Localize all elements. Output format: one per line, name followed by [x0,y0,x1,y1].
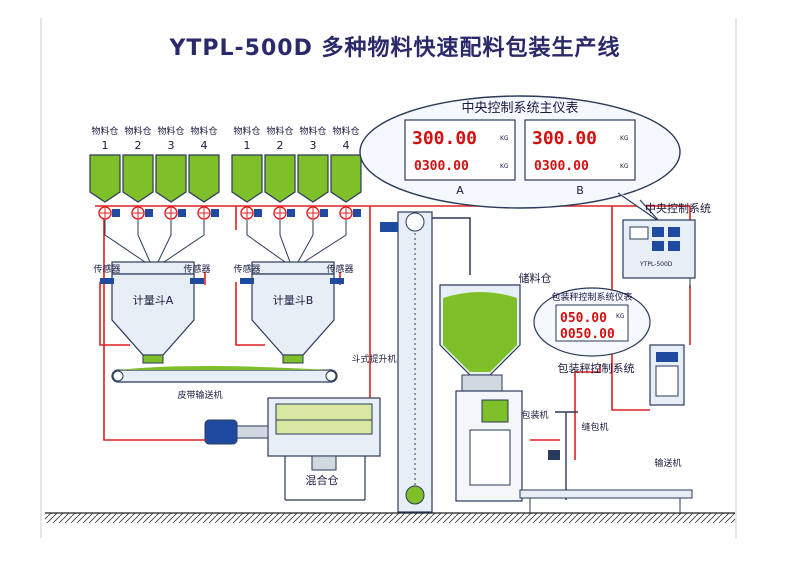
valve-icon [339,206,361,220]
silo-label: 物料仓 [332,125,359,137]
sensor-label: 传感器 [93,263,120,275]
central-instrument-title: 中央控制系统主仪表 [461,101,578,116]
display-a-value: 300.00 [412,128,477,149]
hopper-a-label: 计量斗A [133,294,174,307]
packaging-display-value: 050.00 [560,311,607,326]
silo [330,154,362,203]
packaging-control-label: 包装秤控制系统 [558,361,635,375]
packaging-instrument-panel: 包装秤控制系统仪表 050.00 KG 0050.00 [533,287,651,357]
packer-label: 包装机 [521,409,548,421]
silo-number: 2 [277,139,284,152]
central-control-label: 中央控制系统 [645,201,711,215]
display-a-label: A [456,184,464,197]
feed-pipes [104,220,347,263]
valve-icon [306,206,328,220]
silo [231,154,263,203]
mixer-label: 混合仓 [306,473,339,487]
silo-number: 3 [168,139,175,152]
mixer: 混合仓 [204,397,381,501]
silo-number: 3 [310,139,317,152]
ground [45,513,735,523]
weigh-hopper-b: 计量斗B [251,261,335,364]
sensor-label: 传感器 [183,263,210,275]
sewing-machine: 缝包机 [548,411,609,500]
valve-icon [131,206,153,220]
silo-label: 物料仓 [233,125,260,137]
feeder-valves [98,206,361,220]
silo [89,154,121,203]
silo-labels: 物料仓 物料仓 物料仓 物料仓 物料仓 物料仓 物料仓 物料仓 1 2 3 4 … [91,125,359,152]
load-cells: 传感器 传感器 传感器 传感器 [93,263,354,284]
silo [297,154,329,203]
display-a-unit: KG [500,135,509,142]
silo [155,154,187,203]
silo-group-a [89,154,220,203]
silo-number: 4 [201,139,208,152]
bucket-elevator: 斗式提升机 [351,211,471,513]
display-a-unit2: KG [500,163,509,170]
packaging-instrument-title: 包装秤控制系统仪表 [551,291,632,303]
control-box-text: YTPL-500D [639,261,673,268]
valve-icon [197,206,219,220]
silo-label: 物料仓 [124,125,151,137]
valve-icon [98,206,120,220]
silo-label: 物料仓 [299,125,326,137]
conveyor-belt-label: 皮带输送机 [177,389,222,401]
packaging-display-total: 0050.00 [560,327,615,342]
storage-bin-label: 储料仓 [519,271,552,285]
output-conveyor-label: 输送机 [654,457,681,469]
central-instrument-panel: 中央控制系统主仪表 300.00 KG 0300.00 KG A 300.00 … [359,95,681,223]
hopper-b-label: 计量斗B [273,294,314,307]
silo-number: 1 [244,139,251,152]
display-b-value: 300.00 [532,128,597,149]
left-border-line [40,18,42,538]
elevator-label: 斗式提升机 [351,353,396,365]
silo-number: 2 [135,139,142,152]
packing-machine: 包装机 [455,374,549,502]
silo [188,154,220,203]
right-border-line [735,18,737,538]
output-conveyor: 输送机 [519,457,693,513]
central-control-cabinet: 中央控制系统 YTPL-500D [622,201,711,288]
packaging-display-unit: KG [616,313,625,320]
display-b-total: 0300.00 [534,159,589,174]
silo-label: 物料仓 [91,125,118,137]
silo-label: 物料仓 [190,125,217,137]
valve-icon [164,206,186,220]
sewing-machine-label: 缝包机 [581,421,608,433]
display-b-unit2: KG [620,163,629,170]
belt-conveyor: 皮带输送机 [111,366,338,401]
sensor-label: 传感器 [326,263,353,275]
display-b-label: B [576,184,584,197]
valve-icon [273,206,295,220]
silo-label: 物料仓 [157,125,184,137]
silo [122,154,154,203]
silo-number: 4 [343,139,350,152]
valve-icon [240,206,262,220]
page-title: YTPL-500D 多种物料快速配料包装生产线 [168,35,620,61]
display-b-unit: KG [620,135,629,142]
display-a-total: 0300.00 [414,159,469,174]
packaging-control-cabinet: 包装秤控制系统 [558,344,685,406]
silo [264,154,296,203]
storage-bin: 储料仓 [439,271,552,376]
silo-number: 1 [102,139,109,152]
silo-label: 物料仓 [266,125,293,137]
sensor-label: 传感器 [233,263,260,275]
weigh-hopper-a: 计量斗A [111,261,195,364]
silo-group-b [231,154,362,203]
